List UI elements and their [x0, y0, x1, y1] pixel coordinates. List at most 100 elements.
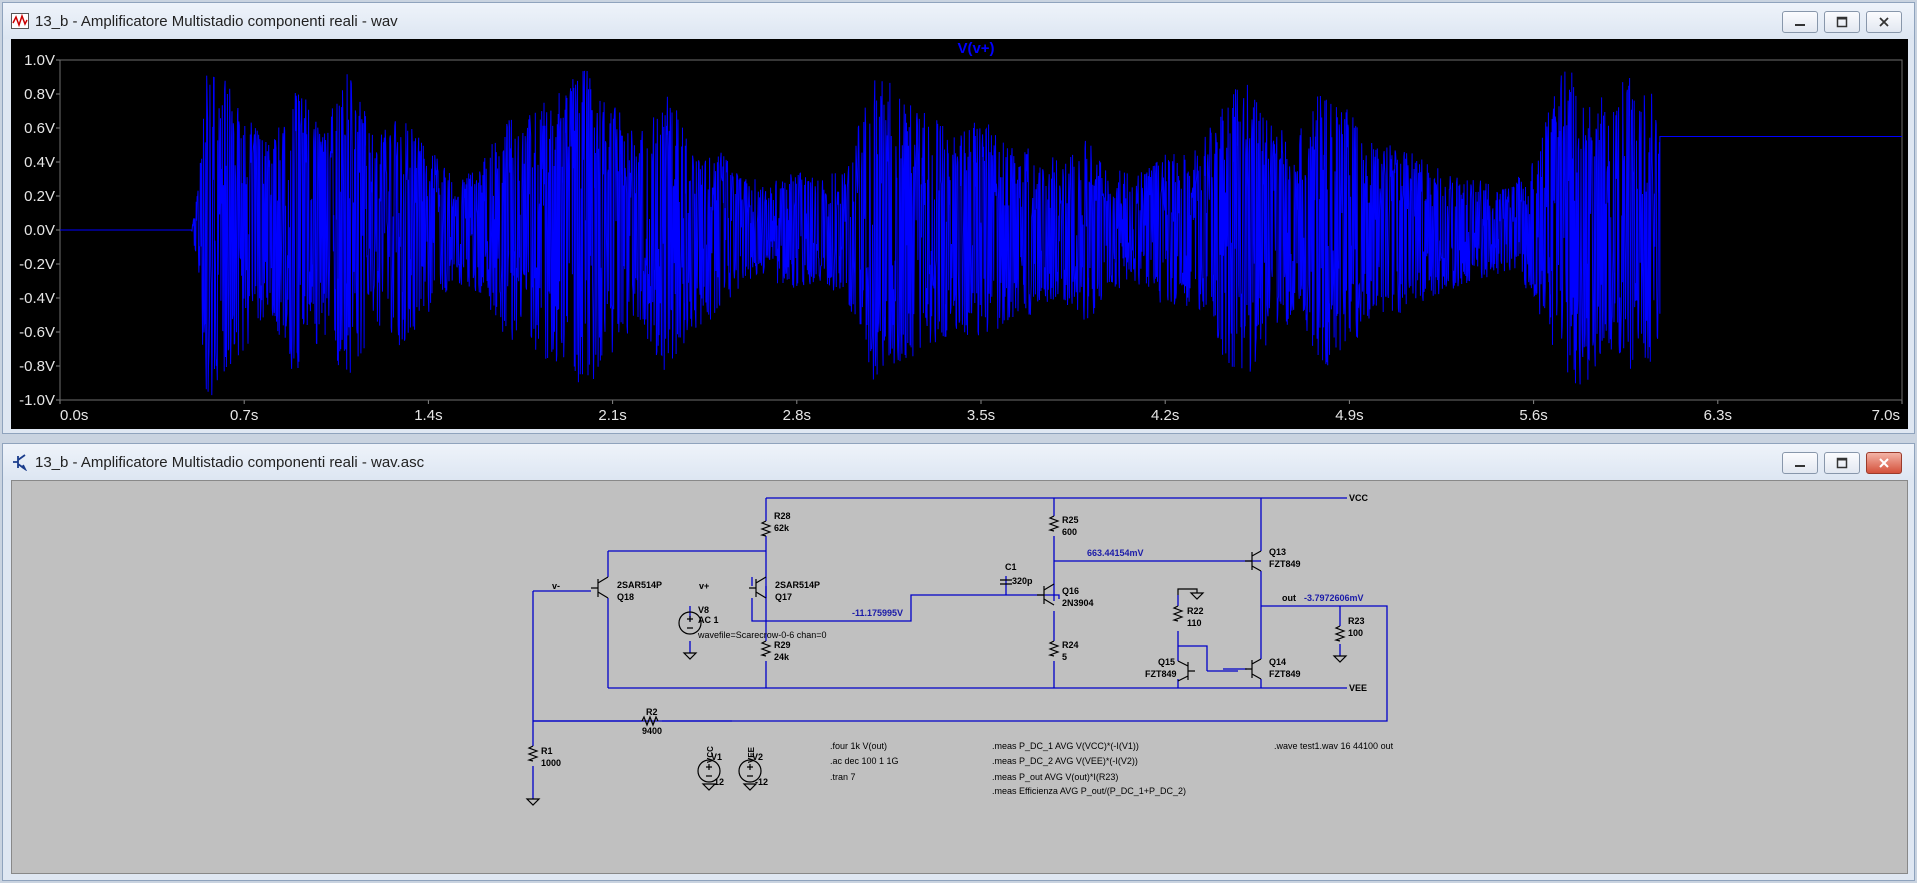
r25-value: 600: [1062, 527, 1077, 537]
plot-window-title: 13_b - Amplificatore Multistadio compone…: [35, 13, 398, 30]
q15-name: Q15: [1158, 657, 1175, 667]
q13-model: FZT849: [1269, 559, 1301, 569]
q14-name: Q14: [1269, 657, 1286, 667]
schematic-editor-icon: [11, 453, 29, 471]
y-tick-label: 0.4V: [24, 154, 55, 171]
v2-value: -12: [755, 777, 768, 787]
q15-model: FZT849: [1145, 669, 1177, 679]
q14-model: FZT849: [1269, 669, 1301, 679]
schematic-drawing: VCC VEE v- v+ out R28 62k R29 24k R25 60…: [525, 493, 1394, 806]
r22-name: R22: [1187, 606, 1204, 616]
directive-meas-pdc1[interactable]: .meas P_DC_1 AVG V(VCC)*(-I(V1)): [992, 741, 1139, 751]
y-tick-label: 0.2V: [24, 188, 55, 205]
v1-name: V1: [711, 752, 722, 762]
x-tick-label: 3.5s: [967, 407, 995, 424]
trace-v-plus[interactable]: [60, 70, 1902, 396]
x-tick-label: 5.6s: [1519, 407, 1547, 424]
schematic-close-button[interactable]: [1866, 452, 1902, 474]
net-label-vee: VEE: [1349, 683, 1367, 693]
directive-four[interactable]: .four 1k V(out): [830, 741, 887, 751]
q16-model: 2N3904: [1062, 598, 1094, 608]
schematic-window-titlebar[interactable]: 13_b - Amplificatore Multistadio compone…: [3, 444, 1914, 480]
x-tick-label: 4.2s: [1151, 407, 1179, 424]
close-icon: [1879, 17, 1889, 27]
schematic-canvas[interactable]: VCC VEE v- v+ out R28 62k R29 24k R25 60…: [11, 480, 1908, 874]
minimize-icon: [1795, 24, 1805, 26]
c1-name: C1: [1005, 562, 1017, 572]
net-label-v-minus: v-: [552, 581, 560, 591]
r2-name: R2: [646, 707, 658, 717]
r23-name: R23: [1348, 616, 1365, 626]
net-label-vcc: VCC: [1349, 493, 1369, 503]
r1-value: 1000: [541, 758, 561, 768]
y-tick-label: 0.0V: [24, 222, 55, 239]
directive-meas-pout[interactable]: .meas P_out AVG V(out)*I(R23): [992, 772, 1118, 782]
v8-name: V8: [698, 605, 709, 615]
net-label-v-plus: v+: [699, 581, 709, 591]
x-tick-label: 4.9s: [1335, 407, 1363, 424]
wires: [532, 497, 1388, 799]
close-icon: [1879, 458, 1889, 468]
waveform-viewer-icon: [11, 12, 29, 30]
v1-value: 12: [714, 777, 724, 787]
y-tick-label: 1.0V: [24, 52, 55, 69]
y-tick-label: 0.8V: [24, 86, 55, 103]
q17-name: Q17: [775, 592, 792, 602]
directive-meas-efficienza[interactable]: .meas Efficienza AVG P_out/(P_DC_1+P_DC_…: [992, 786, 1186, 796]
r22-value: 110: [1187, 618, 1202, 628]
plot-close-button[interactable]: [1866, 11, 1902, 33]
r28-name: R28: [774, 511, 791, 521]
plot-window-titlebar[interactable]: 13_b - Amplificatore Multistadio compone…: [3, 3, 1914, 39]
resistor-symbols: [526, 515, 1346, 762]
x-tick-label: 7.0s: [1872, 407, 1900, 424]
q17-model: 2SAR514P: [775, 580, 820, 590]
v8-value: AC 1: [698, 615, 719, 625]
waveform-chart: V(v+) 1.0V0.8V0.6V0.4V0.2V0.0V-0.2V-0.4V…: [19, 40, 1903, 424]
c1-value: 320p: [1012, 576, 1033, 586]
x-tick-label: 2.8s: [783, 407, 811, 424]
voltage-node-out: -3.7972606mV: [1304, 593, 1364, 603]
x-tick-label: 0.7s: [230, 407, 258, 424]
x-tick-label: 6.3s: [1704, 407, 1732, 424]
r23-value: 100: [1348, 628, 1363, 638]
ground-symbols: [525, 588, 1348, 806]
r2-value: 9400: [642, 726, 662, 736]
transistor-symbols: [591, 550, 1262, 682]
r24-value: 5: [1062, 652, 1067, 662]
schematic-window: 13_b - Amplificatore Multistadio compone…: [2, 443, 1915, 881]
vee-source-label: VEE: [747, 746, 756, 763]
plot-restore-button[interactable]: [1824, 11, 1860, 33]
directive-meas-pdc2[interactable]: .meas P_DC_2 AVG V(VEE)*(-I(V2)): [992, 756, 1138, 766]
r25-name: R25: [1062, 515, 1079, 525]
r29-name: R29: [774, 640, 791, 650]
directive-tran[interactable]: .tran 7: [830, 772, 856, 782]
capacitor-symbol: [1000, 579, 1012, 585]
schematic-window-title: 13_b - Amplificatore Multistadio compone…: [35, 454, 425, 471]
r1-name: R1: [541, 746, 553, 756]
y-tick-label: -0.8V: [19, 358, 55, 375]
schematic-restore-button[interactable]: [1824, 452, 1860, 474]
q16-name: Q16: [1062, 586, 1079, 596]
plot-window: 13_b - Amplificatore Multistadio compone…: [2, 2, 1915, 434]
x-tick-label: 0.0s: [60, 407, 88, 424]
schematic-minimize-button[interactable]: [1782, 452, 1818, 474]
r24-name: R24: [1062, 640, 1079, 650]
y-tick-label: -0.4V: [19, 290, 55, 307]
y-tick-label: -0.6V: [19, 324, 55, 341]
y-tick-label: -1.0V: [19, 392, 55, 409]
voltage-node-q13: 663.44154mV: [1087, 548, 1144, 558]
v8-wavefile: wavefile=Scarecrow-0-6 chan=0: [697, 630, 827, 640]
restore-icon: [1836, 16, 1848, 28]
minimize-icon: [1795, 465, 1805, 467]
trace-label[interactable]: V(v+): [957, 40, 994, 57]
y-tick-label: -0.2V: [19, 256, 55, 273]
r28-value: 62k: [774, 523, 790, 533]
x-tick-label: 1.4s: [414, 407, 442, 424]
q13-name: Q13: [1269, 547, 1286, 557]
directive-wave[interactable]: .wave test1.wav 16 44100 out: [1274, 741, 1394, 751]
directive-ac[interactable]: .ac dec 100 1 1G: [830, 756, 899, 766]
plot-minimize-button[interactable]: [1782, 11, 1818, 33]
q18-name: Q18: [617, 592, 634, 602]
vcc-source-label: VCC: [706, 746, 715, 763]
